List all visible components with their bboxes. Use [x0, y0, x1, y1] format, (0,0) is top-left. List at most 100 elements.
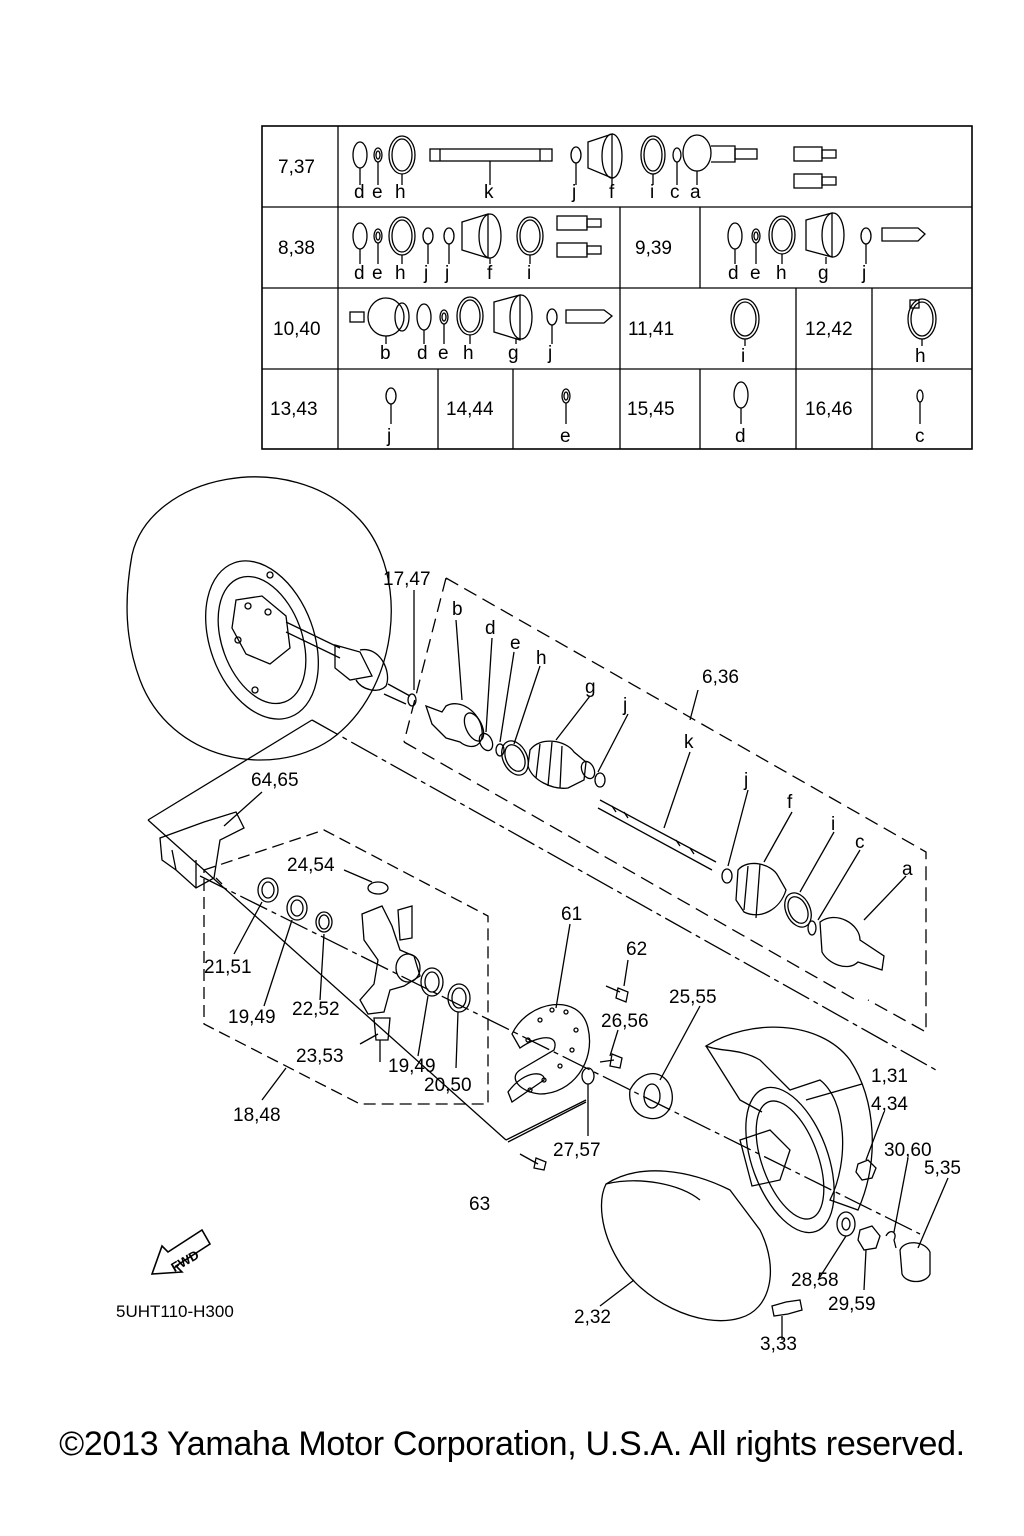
callout-29-59: 29,59 — [828, 1294, 876, 1315]
kit-13-43-clip-icon — [385, 387, 397, 424]
callout-21-51: 21,51 — [204, 957, 252, 978]
kit-8-38-letter-j: j — [423, 263, 428, 284]
kit-ref-8-38: 8,38 — [278, 238, 315, 259]
drive-shaft-exploded — [424, 703, 885, 971]
kit-10-40-letter-g: g — [508, 343, 519, 364]
knuckle-assembly-boundary — [203, 829, 489, 1105]
kit-ref-12-42: 12,42 — [805, 319, 853, 340]
wheel-1-31 — [704, 1026, 873, 1234]
kit-13-43-letter-j: j — [386, 426, 391, 447]
callout-19-49-b: 19,49 — [388, 1056, 436, 1077]
kit-7-37-parts-icon — [352, 133, 837, 189]
o-ring-27-57 — [581, 1067, 595, 1085]
callout-17-47: 17,47 — [383, 569, 431, 590]
bolt-63 — [519, 1153, 547, 1171]
knuckle-parts — [257, 877, 471, 1062]
callout-h: h — [536, 648, 547, 669]
kit-ref-10-40: 10,40 — [273, 319, 321, 340]
kit-8-38-letter-j2: j — [444, 263, 449, 284]
callout-28-58: 28,58 — [791, 1270, 839, 1291]
kit-7-37-letter-j: j — [571, 182, 576, 203]
callout-j-outer: j — [743, 770, 748, 791]
kit-7-37-letter-c: c — [670, 182, 680, 203]
kit-10-40-letter-d: d — [417, 343, 428, 364]
valve-3-33 — [771, 1299, 803, 1317]
kit-8-38-letter-e: e — [372, 263, 383, 284]
kit-14-44-ring-icon — [561, 388, 571, 424]
callout-g: g — [585, 677, 596, 698]
kit-ref-16-46: 16,46 — [805, 399, 853, 420]
kit-9-39-letter-j: j — [861, 263, 866, 284]
kit-ref-9-39: 9,39 — [635, 238, 672, 259]
callout-j: j — [622, 695, 627, 716]
callout-61: 61 — [561, 904, 582, 925]
nut-29-59 — [857, 1225, 881, 1251]
shaft-axis-line — [311, 719, 937, 1071]
kit-9-39-letter-d: d — [728, 263, 739, 284]
callout-d: d — [485, 618, 496, 639]
kit-7-37-letter-d: d — [354, 182, 365, 203]
callout-64-65: 64,65 — [251, 770, 299, 791]
callout-20-50: 20,50 — [424, 1075, 472, 1096]
kit-10-40-letter-b: b — [380, 343, 391, 364]
callout-24-54: 24,54 — [287, 855, 335, 876]
kit-10-40-letter-e: e — [438, 343, 449, 364]
kit-8-38-letter-d: d — [354, 263, 365, 284]
brake-disc-61 — [507, 1003, 591, 1103]
callout-25-55: 25,55 — [669, 987, 717, 1008]
kit-9-39-parts-icon — [727, 212, 926, 264]
parts-kit-table: 7,37 d e h k j f — [261, 125, 973, 450]
kit-8-38-parts-icon — [352, 213, 602, 264]
callout-6-36: 6,36 — [702, 667, 739, 688]
kit-11-41-letter-i: i — [741, 346, 745, 367]
callout-2-32: 2,32 — [574, 1307, 611, 1328]
guard-boundary — [147, 819, 587, 1141]
callout-1-31: 1,31 — [871, 1066, 908, 1087]
kit-ref-7-37: 7,37 — [278, 157, 315, 178]
bolt-62 — [605, 985, 629, 1003]
kit-11-41-band-icon — [730, 298, 760, 346]
hub-25-55 — [629, 1073, 673, 1120]
kit-10-40-parts-icon — [349, 294, 614, 344]
kit-8-38-letter-f: f — [487, 263, 493, 284]
callout-i: i — [831, 814, 835, 835]
callout-k: k — [684, 732, 694, 753]
callout-23-53: 23,53 — [296, 1046, 344, 1067]
kit-9-39-letter-h: h — [776, 263, 787, 284]
callout-5-35: 5,35 — [924, 1158, 961, 1179]
callout-4-34: 4,34 — [871, 1094, 908, 1115]
copyright-notice: ©2013 Yamaha Motor Corporation, U.S.A. A… — [59, 1425, 965, 1463]
kit-ref-15-45: 15,45 — [627, 399, 675, 420]
callout-19-49: 19,49 — [228, 1007, 276, 1028]
kit-10-40-letter-j: j — [547, 343, 552, 364]
callout-62: 62 — [626, 939, 647, 960]
kit-12-42-letter-h: h — [915, 346, 926, 367]
callout-e: e — [510, 633, 521, 654]
callout-63: 63 — [469, 1194, 490, 1215]
kit-7-37-letter-k: k — [484, 182, 494, 203]
washer-28-58 — [836, 1211, 856, 1237]
fwd-label: FWD — [168, 1247, 201, 1275]
callout-22-52: 22,52 — [292, 999, 340, 1020]
kit-7-37-letter-a: a — [690, 182, 701, 203]
callout-3-33: 3,33 — [760, 1334, 797, 1355]
guard-leader-line — [147, 719, 313, 821]
disc-boundary-line — [507, 1101, 587, 1143]
kit-16-46-oring-icon — [916, 389, 924, 424]
kit-ref-11-41: 11,41 — [628, 319, 674, 340]
tire-2-32 — [600, 1170, 772, 1322]
kit-8-38-letter-i: i — [527, 263, 531, 284]
callout-27-57: 27,57 — [553, 1140, 601, 1161]
kit-10-40-letter-h: h — [463, 343, 474, 364]
cotter-pin-30-60 — [885, 1231, 897, 1249]
cap-5-35 — [899, 1242, 931, 1283]
callout-26-56: 26,56 — [601, 1011, 649, 1032]
bolt-26-56 — [599, 1053, 623, 1069]
leader-lines — [223, 590, 949, 1340]
upper-wheel-assembly — [126, 476, 417, 761]
kit-7-37-letter-f: f — [609, 182, 615, 203]
kit-7-37-letter-h: h — [395, 182, 406, 203]
kit-15-45-circlip-icon — [733, 381, 749, 424]
kit-15-45-letter-d: d — [735, 426, 746, 447]
